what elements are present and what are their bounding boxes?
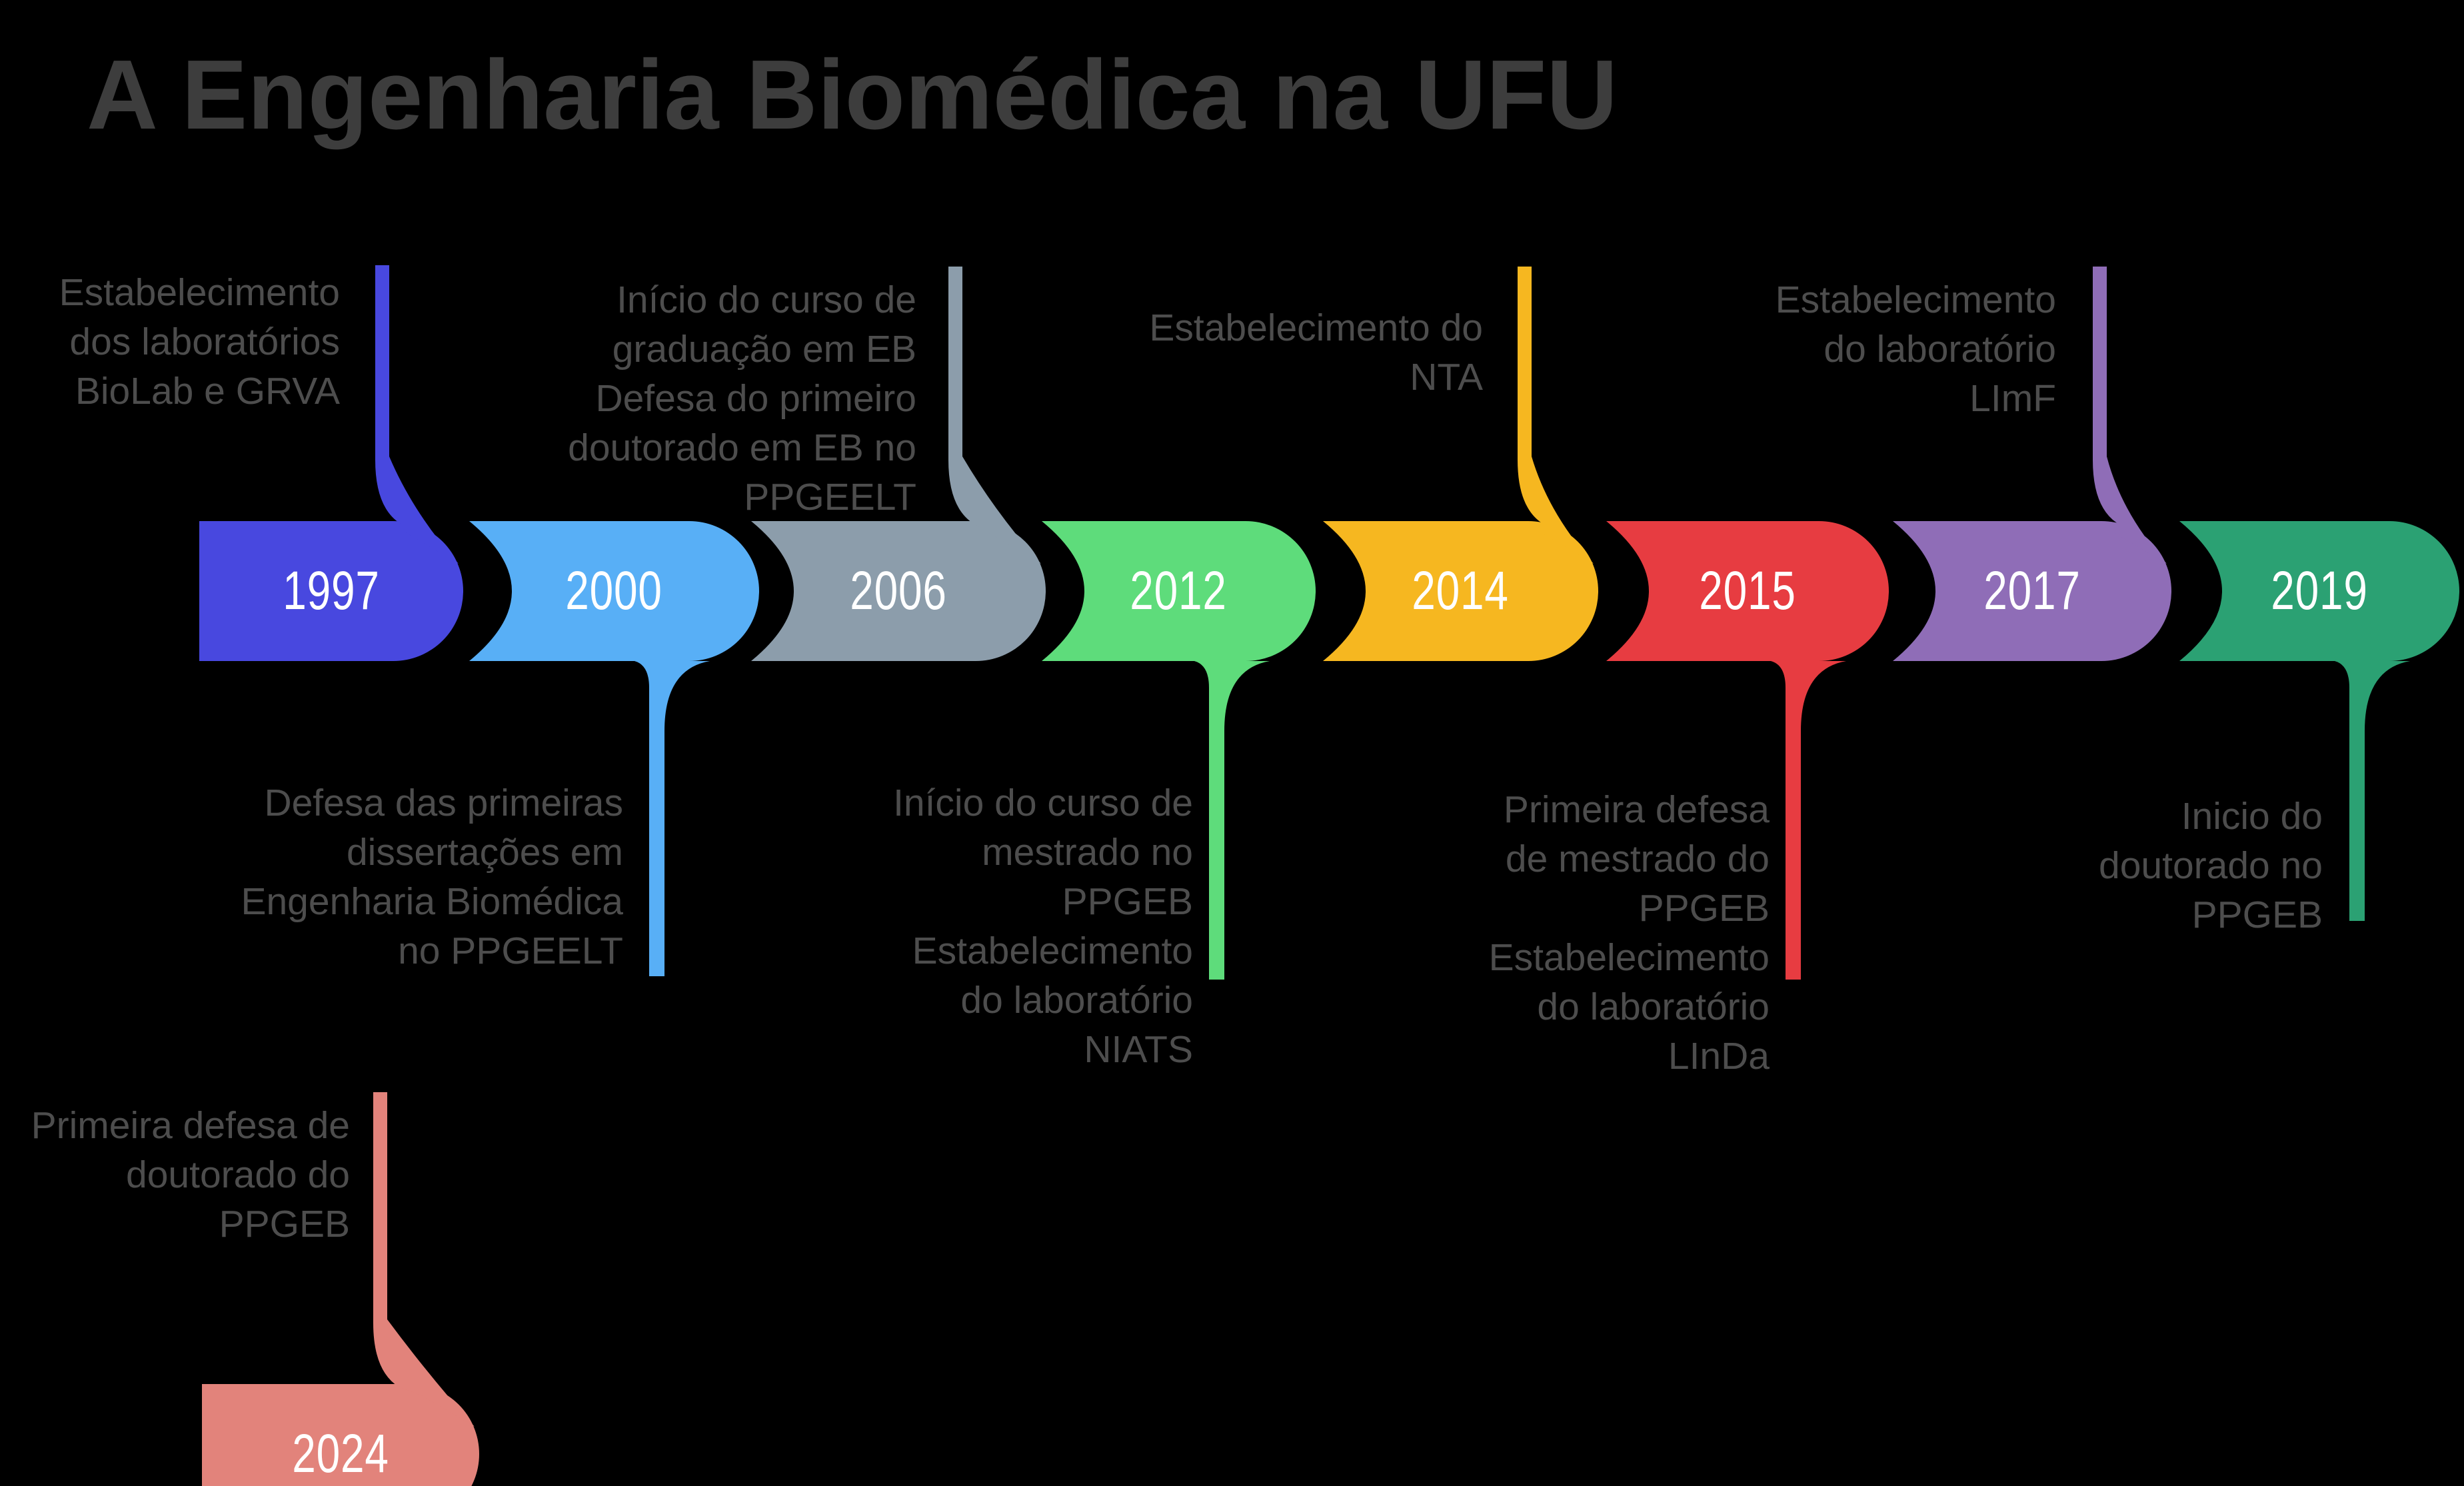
timeline-item-2006: [751, 267, 1046, 661]
connector-2024: [373, 1092, 475, 1427]
connector-2014: [1518, 267, 1594, 564]
segment-shape-2000: [469, 521, 759, 661]
segment-shape-1997: [199, 521, 463, 661]
timeline-item-2012: [1042, 521, 1316, 980]
segment-shape-2024: [202, 1384, 479, 1486]
connector-2006: [948, 267, 1041, 564]
segment-shape-2006: [751, 521, 1046, 661]
connector-2012: [1194, 661, 1270, 980]
segment-shape-2017: [1893, 521, 2171, 661]
segment-shape-2015: [1606, 521, 1889, 661]
timeline-item-2024: [202, 1092, 479, 1486]
timeline-item-2000: [469, 521, 759, 976]
timeline-item-2015: [1606, 521, 1889, 980]
connector-2019: [2335, 661, 2410, 921]
segment-shape-2012: [1042, 521, 1316, 661]
segment-shape-2014: [1323, 521, 1598, 661]
connector-1997: [375, 265, 459, 564]
connector-2000: [634, 661, 710, 976]
connector-2017: [2093, 267, 2167, 564]
timeline-item-2014: [1323, 267, 1598, 661]
timeline-item-1997: [199, 265, 463, 661]
segment-shape-2019: [2179, 521, 2459, 661]
timeline-item-2017: [1893, 267, 2171, 661]
timeline-item-2019: [2179, 521, 2459, 921]
page-title: A Engenharia Biomédica na UFU: [87, 40, 1618, 150]
connector-2015: [1771, 661, 1846, 980]
